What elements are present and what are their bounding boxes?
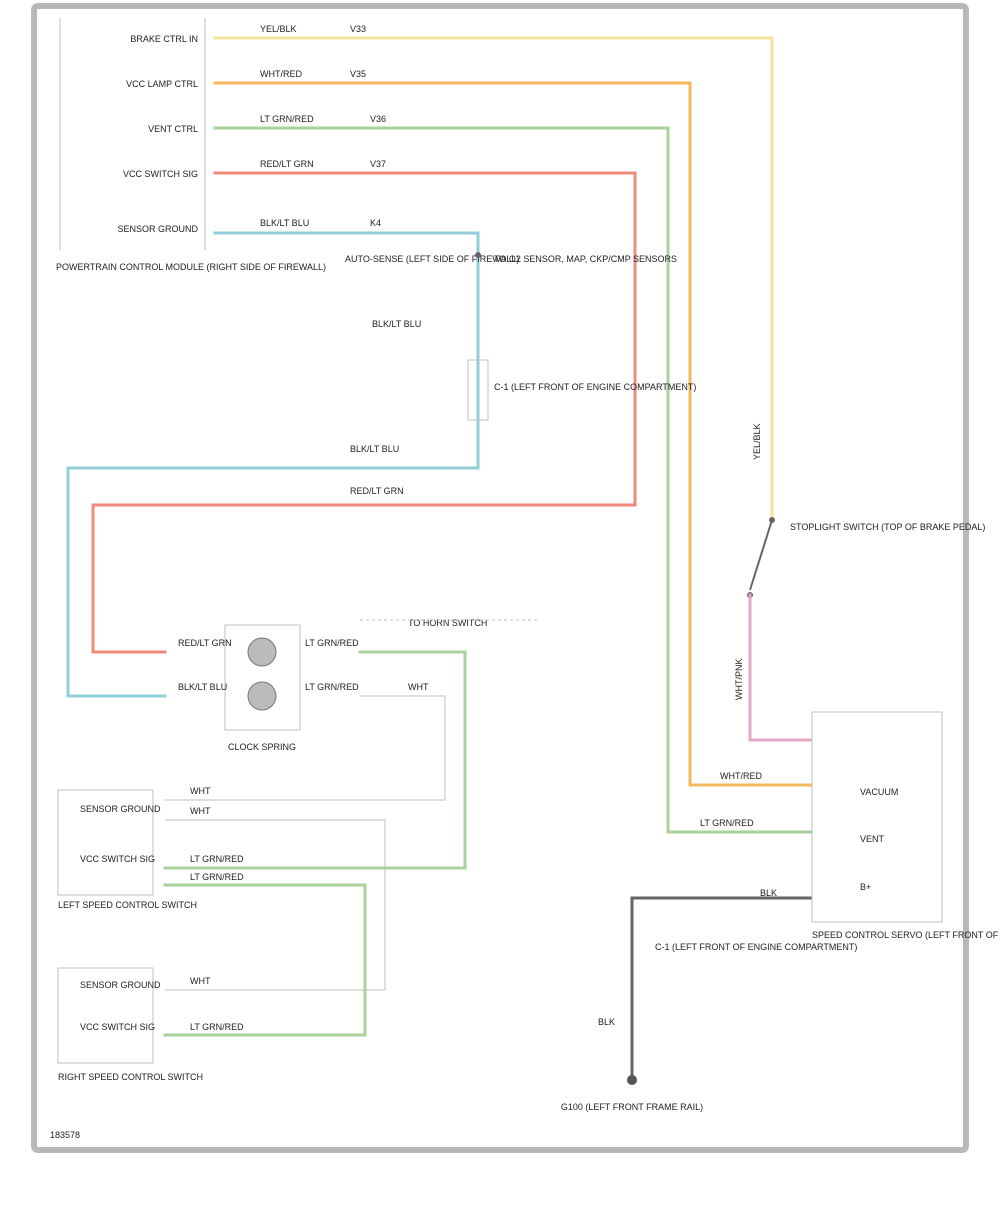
- wire-cs-lt-grn-red: [163, 650, 467, 870]
- right-speed-control-switch: SENSOR GROUND VCC SWITCH SIG RIGHT SPEED…: [57, 967, 244, 1082]
- pcm-wire-0: YEL/BLK: [260, 24, 297, 34]
- pcm-pin-4-name: SENSOR GROUND: [117, 224, 198, 234]
- clock-spring-pin-1: BLK/LT BLU: [178, 682, 227, 692]
- splice-note-2: TO O2 SENSOR, MAP, CKP/CMP SENSORS: [494, 254, 677, 264]
- ground-label: G100 (LEFT FRONT FRAME RAIL): [561, 1102, 703, 1112]
- clock-spring-out-0: LT GRN/RED: [305, 638, 359, 648]
- clock-spring-coil-upper: [247, 637, 277, 667]
- right-switch-label: RIGHT SPEED CONTROL SWITCH: [58, 1072, 203, 1082]
- ground-symbol: [627, 1075, 637, 1085]
- clock-spring-right-1: WHT: [408, 682, 429, 692]
- servo-body: [811, 711, 943, 923]
- left-switch-wire-2: LT GRN/RED: [190, 854, 244, 864]
- clock-spring-body: [224, 624, 301, 731]
- pcm-circuit-4: K4: [370, 218, 381, 228]
- connector-c1: C-1 (LEFT FRONT OF ENGINE COMPARTMENT): [467, 359, 696, 421]
- wire-wht-pnk: [748, 593, 812, 742]
- servo-internal-1: VENT: [860, 834, 885, 844]
- clock-spring-coil-lower: [247, 681, 277, 711]
- wire-cs-wht: [165, 695, 446, 801]
- pcm-label: POWERTRAIN CONTROL MODULE (RIGHT SIDE OF…: [56, 262, 326, 272]
- brake-switch-pin-upper: [769, 517, 775, 523]
- right-switch-wire-1: LT GRN/RED: [190, 1022, 244, 1032]
- servo-internal-2: B+: [860, 882, 871, 892]
- pcm-pin-0-name: BRAKE CTRL IN: [130, 34, 198, 44]
- splice-wire-upper: BLK/LT BLU: [372, 319, 421, 329]
- ground-wire: BLK: [598, 1017, 615, 1027]
- right-switch-row-1: VCC SWITCH SIG: [80, 1022, 155, 1032]
- wire-left-wht-to-right: [165, 819, 386, 991]
- left-speed-control-switch: SENSOR GROUND VCC SWITCH SIG LEFT SPEED …: [57, 786, 244, 910]
- servo-wire-0: WHT/RED: [720, 771, 762, 781]
- figure-id: 183578: [50, 1130, 80, 1140]
- clock-spring: CLOCK SPRING RED/LT GRN BLK/LT BLU LT GR…: [178, 618, 487, 752]
- wire-blk-ground: [630, 896, 812, 1077]
- pcm-wire-4: BLK/LT BLU: [260, 218, 309, 228]
- pcm-circuit-1: V35: [350, 69, 366, 79]
- speed-control-servo: VACUUM VENT B+ SPEED CONTROL SERVO (LEFT…: [700, 711, 1000, 940]
- clock-spring-pin-0: RED/LT GRN: [178, 638, 232, 648]
- left-switch-wire-1: WHT: [190, 806, 211, 816]
- right-switch-row-0: SENSOR GROUND: [80, 980, 161, 990]
- pcm-wire-2: LT GRN/RED: [260, 114, 314, 124]
- brake-switch-label: STOPLIGHT SWITCH (TOP OF BRAKE PEDAL): [790, 522, 985, 532]
- wire-lt-grn-red: [213, 126, 812, 834]
- c1-lower-note: C-1 (LEFT FRONT OF ENGINE COMPARTMENT): [655, 942, 857, 952]
- clock-spring-label: CLOCK SPRING: [228, 742, 296, 752]
- red-wire-label: RED/LT GRN: [350, 486, 404, 496]
- left-switch-wire-0: WHT: [190, 786, 211, 796]
- servo-wire-2: BLK: [760, 888, 777, 898]
- right-switch-body: [57, 967, 154, 1064]
- left-switch-body: [57, 789, 154, 896]
- pcm-pin-1-name: VCC LAMP CTRL: [126, 79, 198, 89]
- connector-c1-note: C-1 (LEFT FRONT OF ENGINE COMPARTMENT): [494, 382, 696, 392]
- wire-left-to-right-grn: [163, 883, 367, 1037]
- splice-wire-lower: BLK/LT BLU: [350, 444, 399, 454]
- connector-c1-body: [467, 359, 489, 421]
- brake-wire-in: YEL/BLK: [752, 423, 762, 460]
- diagram-frame: [31, 3, 969, 1153]
- pcm-circuit-2: V36: [370, 114, 386, 124]
- pcm-circuit-0: V33: [350, 24, 366, 34]
- splice-note: AUTO-SENSE (LEFT SIDE OF FIREWALL): [345, 254, 519, 264]
- brake-wire-out: WHT/PNK: [734, 659, 744, 701]
- pcm-pin-3-name: VCC SWITCH SIG: [123, 169, 198, 179]
- right-switch-wire-0: WHT: [190, 976, 211, 986]
- wire-wht-red: [213, 81, 812, 787]
- splice-dot: [475, 252, 481, 258]
- clock-spring-right-0: TO HORN SWITCH: [408, 618, 487, 628]
- pcm-pin-2-name: VENT CTRL: [148, 124, 198, 134]
- powertrain-control-module: BRAKE CTRL IN VCC LAMP CTRL VENT CTRL VC…: [56, 18, 386, 272]
- pcm-circuit-3: V37: [370, 159, 386, 169]
- clock-spring-out-1: LT GRN/RED: [305, 682, 359, 692]
- left-switch-row-1: VCC SWITCH SIG: [80, 854, 155, 864]
- left-switch-row-0: SENSOR GROUND: [80, 804, 161, 814]
- wire-red-lt-grn: [91, 171, 637, 654]
- left-switch-wire-3: LT GRN/RED: [190, 872, 244, 882]
- wire-yel-blk: [213, 36, 774, 522]
- servo-label: SPEED CONTROL SERVO (LEFT FRONT OF ENGIN…: [812, 930, 1000, 940]
- brake-switch-contact: [749, 519, 773, 591]
- left-switch-label: LEFT SPEED CONTROL SWITCH: [58, 900, 197, 910]
- servo-wire-1: LT GRN/RED: [700, 818, 754, 828]
- pcm-wire-1: WHT/RED: [260, 69, 302, 79]
- servo-internal-0: VACUUM: [860, 787, 898, 797]
- wire-blk-lt-blu: [66, 231, 480, 698]
- pcm-wire-3: RED/LT GRN: [260, 159, 314, 169]
